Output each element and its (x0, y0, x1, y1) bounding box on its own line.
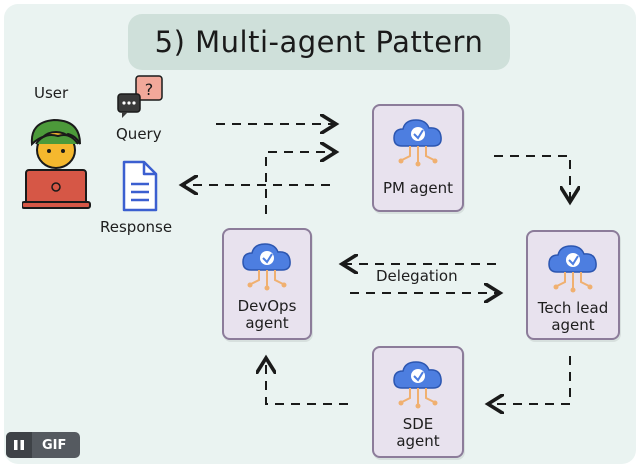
techlead-agent-label-line1: Tech lead (537, 299, 609, 317)
query-bubble-text: ? (145, 80, 154, 99)
arrow-pm-to-techlead (494, 155, 570, 200)
arrow-return-to-pm (265, 152, 334, 214)
cloud-agent-icon (548, 245, 597, 293)
title-text: 5) Multi-agent Pattern (154, 25, 484, 59)
user-icon (22, 118, 91, 209)
pause-icon[interactable] (6, 432, 32, 458)
diagram-canvas: 5) Multi-agent Pattern User ? Query R (4, 4, 636, 464)
query-chat-icon: ? (117, 75, 163, 118)
response-document-icon (122, 160, 158, 212)
diagram-title: 5) Multi-agent Pattern (128, 14, 510, 70)
delegation-label: Delegation (376, 267, 458, 285)
pm-agent-label: PM agent (382, 179, 454, 197)
pm-agent-node: PM agent (372, 104, 464, 212)
gif-label: GIF (42, 437, 67, 453)
arrow-sde-to-devops (266, 360, 348, 405)
techlead-agent-label-line2: agent (551, 316, 595, 334)
devops-agent-label-line1: DevOps (237, 297, 297, 315)
cloud-agent-icon (393, 119, 442, 167)
sde-agent-node: SDE agent (372, 346, 464, 458)
response-label: Response (100, 218, 173, 236)
techlead-agent-node: Tech lead agent (526, 230, 620, 340)
devops-agent-node: DevOps agent (222, 228, 312, 340)
cloud-agent-icon (242, 243, 291, 291)
devops-agent-label-line2: agent (245, 314, 289, 332)
sde-agent-label-line2: agent (396, 432, 440, 450)
user-label: User (34, 84, 69, 102)
sde-agent-label-line1: SDE (402, 415, 434, 433)
query-label: Query (116, 125, 162, 143)
arrow-techlead-to-sde (490, 356, 571, 404)
connector-lines (4, 4, 636, 464)
gif-badge[interactable]: GIF (6, 432, 80, 458)
cloud-agent-icon (393, 361, 442, 409)
